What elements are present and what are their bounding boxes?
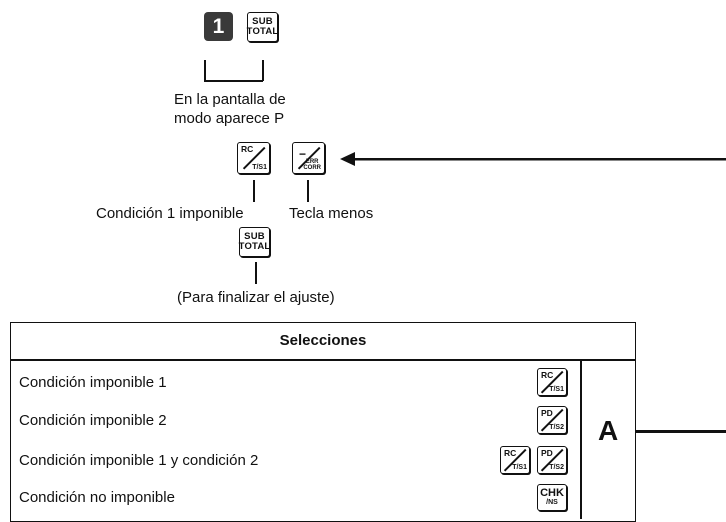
rc-label: RC <box>504 448 517 458</box>
ts2-label: T/S2 <box>549 464 564 471</box>
err-label: ERR <box>305 159 319 165</box>
bracket-right <box>262 60 264 81</box>
corr-label: CORR <box>303 165 321 171</box>
subtotal-key-line2: TOTAL <box>246 26 279 37</box>
table-column-divider <box>580 359 582 519</box>
tick-finish <box>255 262 257 284</box>
minus-sign: − <box>299 147 307 161</box>
rc-label: RC <box>241 144 254 154</box>
rc-ts1-key[interactable]: RC T/S1 <box>237 142 270 174</box>
chk-ns-key[interactable]: CHK /NS <box>537 484 567 511</box>
subtotal-key-line1: SUB <box>244 231 265 242</box>
pd-label: PD <box>541 448 553 458</box>
ts1-label: T/S1 <box>549 386 564 393</box>
label-minus: Tecla menos <box>289 205 374 222</box>
finish-text: (Para finalizar el ajuste) <box>177 289 335 306</box>
table-row-label: Condición no imponible <box>19 489 175 506</box>
mode-text-line2: modo aparece P <box>174 110 285 127</box>
tick-condition <box>253 180 255 202</box>
ts1-label: T/S1 <box>512 464 527 471</box>
table-row-label: Condición imponible 2 <box>19 412 167 429</box>
chk-label: CHK <box>540 487 564 499</box>
ts2-label: T/S2 <box>549 424 564 431</box>
subtotal-key-line1: SUB <box>252 16 273 27</box>
minus-key[interactable]: − ERR CORR <box>292 142 325 174</box>
ns-label: /NS <box>546 499 558 506</box>
pd-ts2-key[interactable]: PD T/S2 <box>537 406 567 434</box>
table-row-label: Condición imponible 1 y condición 2 <box>19 452 259 469</box>
bracket-left <box>204 60 206 81</box>
rc-ts1-key[interactable]: RC T/S1 <box>500 446 530 474</box>
label-condition: Condición 1 imponible <box>96 205 244 222</box>
mode-text-line1: En la pantalla de <box>174 91 286 108</box>
arrow-left-icon <box>340 152 726 166</box>
tick-minus <box>307 180 309 202</box>
table-header-divider <box>10 359 636 361</box>
table-header: Selecciones <box>279 332 367 349</box>
selection-marker-a: A <box>598 415 619 446</box>
numeric-key-1[interactable]: 1 <box>204 12 233 41</box>
subtotal-key[interactable]: SUB TOTAL <box>247 12 278 42</box>
subtotal-key-line2: TOTAL <box>238 241 271 252</box>
marker-connector-line <box>636 430 726 433</box>
rc-ts1-key[interactable]: RC T/S1 <box>537 368 567 396</box>
subtotal-key-finish[interactable]: SUB TOTAL <box>239 227 270 257</box>
ts1-label: T/S1 <box>252 164 267 171</box>
bracket-bottom <box>204 80 263 82</box>
pd-ts2-key[interactable]: PD T/S2 <box>537 446 567 474</box>
rc-label: RC <box>541 370 554 380</box>
err-corr-label: ERR CORR <box>303 159 321 171</box>
pd-label: PD <box>541 408 553 418</box>
table-row-label: Condición imponible 1 <box>19 374 167 391</box>
